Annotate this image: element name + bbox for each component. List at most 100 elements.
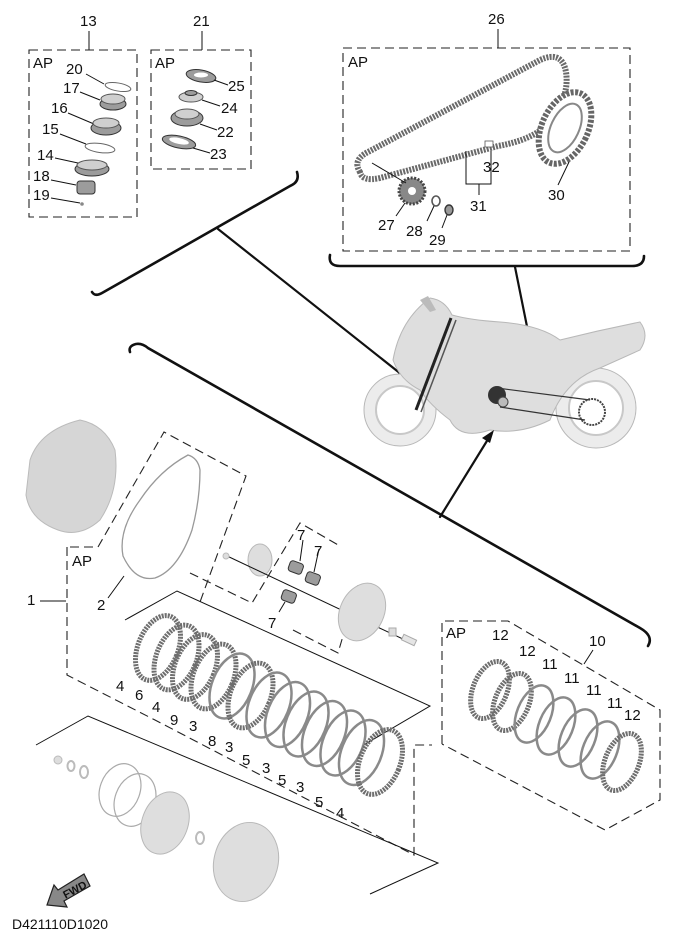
leader-27 [395, 202, 406, 217]
ap-label-1: AP [72, 553, 92, 570]
leader-17 [79, 91, 101, 101]
callout-25: 25 [228, 78, 245, 95]
callout-5a: 5 [242, 752, 250, 769]
callout-9: 9 [170, 712, 178, 729]
bearing-top-22 [174, 108, 200, 120]
callout-7a: 7 [297, 527, 305, 544]
callout-12c: 12 [624, 707, 641, 724]
ap-box-10 [441, 620, 661, 831]
callout-5c: 5 [315, 794, 323, 811]
ap-box-1 [66, 547, 432, 856]
clutch-plate-part-5 [337, 718, 386, 787]
callout-8: 8 [208, 733, 216, 750]
pushrod-end [222, 552, 230, 560]
leader-23 [192, 147, 211, 154]
spring-part-7a [287, 560, 304, 575]
bearing-top-17 [100, 93, 126, 105]
drawing-code: D421110D1020 [12, 916, 108, 932]
group-10-friction-plate-kit: AP 10 12 12 11 11 11 11 12 [441, 620, 661, 831]
chain-joint-part-32 [484, 140, 494, 148]
plate-set-frame [124, 590, 432, 747]
callout-7c: 7 [268, 615, 276, 632]
callout-6: 6 [135, 687, 143, 704]
callout-12b: 12 [519, 643, 536, 660]
leader-22 [199, 123, 218, 131]
bracket-clutch [128, 342, 652, 648]
clutch-plate-part-11 [557, 708, 599, 768]
leader-16 [67, 112, 95, 125]
callout-31: 31 [470, 198, 487, 215]
callout-27: 27 [378, 217, 395, 234]
leader-27-chain [371, 162, 407, 184]
callout-23: 23 [210, 146, 227, 163]
callout-3d: 3 [296, 779, 304, 796]
gasket-part-2 [121, 454, 201, 580]
callout-14: 14 [37, 147, 54, 164]
gasket-dash-box [70, 431, 247, 603]
nut-part-18 [76, 180, 96, 195]
friction-plate-part-6 [151, 622, 202, 693]
leader-7c [278, 601, 286, 613]
callout-10: 10 [589, 633, 606, 650]
bearing-top-16 [92, 117, 120, 129]
bearing-top-14 [76, 159, 108, 171]
leader-18 [50, 179, 77, 186]
seal-top-24 [184, 90, 198, 96]
o-ring-part-20 [104, 81, 132, 93]
leader-20 [85, 73, 105, 85]
leader-7a [299, 539, 304, 562]
front-sprocket-part-27 [397, 176, 427, 206]
motorcycle-illustration [363, 296, 646, 449]
leader-14 [54, 157, 79, 164]
clutch-plate-part-11 [513, 684, 555, 744]
clutch-plate-part-11 [535, 696, 577, 756]
washer-part-28 [431, 195, 441, 207]
clutch-basket-illustration [53, 755, 280, 903]
callout-32: 32 [483, 159, 500, 176]
pointer-line-clutch [438, 434, 492, 519]
ref-label-13: 13 [80, 13, 97, 30]
friction-plate-part-12 [490, 670, 534, 734]
callout-16: 16 [51, 100, 68, 117]
leader-25 [213, 79, 229, 86]
friction-plate-part-4 [355, 727, 405, 797]
clutch-plate-stack [133, 613, 405, 797]
callout-12a: 12 [492, 627, 509, 644]
leader-28 [426, 205, 435, 222]
ap-label-26: AP [348, 54, 368, 71]
callout-11c: 11 [586, 682, 602, 699]
friction-plate-part-9 [188, 641, 239, 712]
bolt-illustration [400, 633, 418, 647]
o-ring-part-15 [84, 142, 116, 154]
spring-dash-box [292, 584, 359, 654]
callout-30: 30 [548, 187, 565, 204]
callout-1: 1 [27, 592, 35, 609]
bearing-illustration [388, 627, 397, 637]
callout-19: 19 [33, 187, 50, 204]
pressure-plate-illustration [337, 582, 387, 642]
pushrod-dash-box [189, 522, 341, 604]
clutch-plate-part-3 [282, 690, 330, 758]
bracket-steering-sets [90, 170, 299, 297]
ref-label-21: 21 [193, 13, 210, 30]
callout-24: 24 [221, 100, 238, 117]
leader-15 [59, 133, 87, 145]
leader-29 [441, 214, 448, 229]
group-13-steering-bearing-set: 13 AP 20 17 16 15 14 18 19 [28, 13, 138, 218]
friction-plate-part-12 [468, 658, 512, 722]
ap-label-21: AP [155, 55, 175, 72]
crankcase-cover-illustration [25, 419, 117, 533]
callout-29: 29 [429, 232, 446, 249]
nut-part-29 [444, 204, 454, 216]
callout-3a: 3 [189, 718, 197, 735]
friction-plate-part-4 [133, 613, 183, 683]
leader-7b [313, 548, 320, 573]
callout-7b: 7 [314, 543, 322, 560]
callout-28: 28 [406, 223, 423, 240]
callout-4a: 4 [116, 678, 124, 695]
bearing-hole-25 [194, 72, 208, 78]
friction-plate-stack [468, 658, 644, 794]
clutch-plate-callouts: 4 6 4 9 3 8 3 5 3 5 3 5 4 [116, 678, 344, 822]
clutch-plate-part-3 [245, 671, 293, 739]
pin-part-19 [80, 202, 84, 206]
